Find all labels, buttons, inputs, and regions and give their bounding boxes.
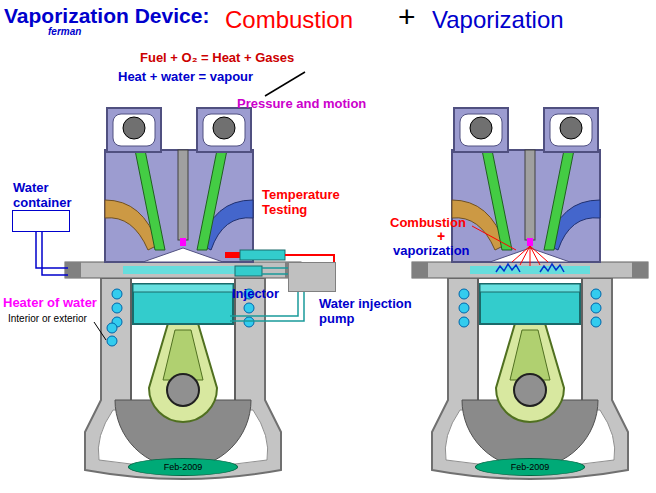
- heater-bubble: [107, 336, 117, 346]
- water-container-box: Water container: [12, 210, 70, 232]
- flame-spray: [520, 246, 530, 265]
- flame-spray: [530, 246, 540, 265]
- part-label: Injector: [232, 287, 279, 302]
- callout-label: Combustion: [390, 216, 466, 231]
- leader-line: [94, 322, 106, 340]
- node-text: Water injection pump: [319, 297, 434, 327]
- left-engine: [65, 108, 301, 479]
- right-engine: [412, 108, 648, 479]
- part-label: Temperature Testing: [262, 188, 357, 218]
- node-text: Water container: [13, 181, 85, 211]
- node-text: Feb-2009: [476, 462, 584, 472]
- sensor-tip: [225, 252, 240, 258]
- heater-bubble: [107, 323, 117, 333]
- water-line: [36, 232, 68, 268]
- title-part: Combustion: [225, 6, 353, 34]
- author-credit: ferman: [48, 26, 81, 38]
- diagram-title: Vaporization Device:: [4, 4, 209, 28]
- equation-result: Pressure and motion: [237, 97, 366, 112]
- bracket-line: [265, 72, 305, 96]
- injector: [235, 266, 262, 276]
- title-part: +: [398, 0, 416, 35]
- flame-spray: [530, 246, 548, 262]
- equation: Fuel + O₂ = Heat + Gases: [140, 51, 294, 66]
- flame-spray: [512, 246, 530, 262]
- engine-base: Feb-2009: [475, 458, 585, 476]
- vapour-splash: [496, 264, 520, 272]
- title-part: Vaporization: [432, 6, 564, 34]
- callout-label: vaporization: [393, 244, 470, 259]
- engine-base: Feb-2009: [128, 458, 238, 476]
- water-pipe: [262, 267, 288, 269]
- water-pipe: [262, 273, 288, 275]
- callout-label: +: [437, 228, 445, 244]
- water-line: [42, 232, 68, 275]
- part-label: Heater of water: [3, 296, 97, 311]
- vapour-splash: [540, 264, 564, 272]
- node-text: Feb-2009: [129, 462, 237, 472]
- flame-spray: [530, 246, 531, 266]
- temperature-sensor: [240, 250, 285, 260]
- leader-line: [472, 226, 516, 250]
- pump-box: Water injection pump: [288, 262, 336, 292]
- equation: Heat + water = vapour: [118, 70, 253, 85]
- note: Interior or exterior: [8, 313, 87, 325]
